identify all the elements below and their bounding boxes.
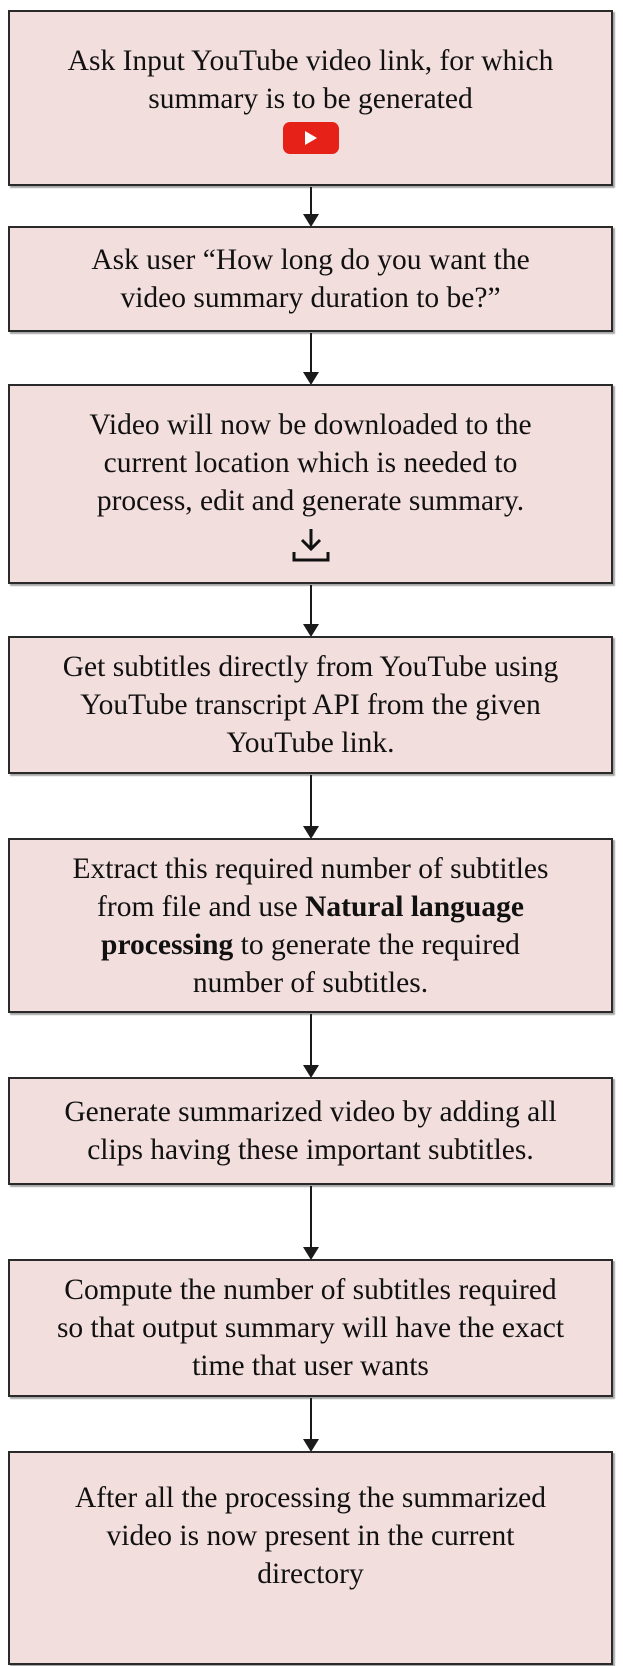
step-3-line-1: Video will now be downloaded to the (89, 409, 532, 441)
step-6-box: Generate summarized video by adding all … (8, 1077, 613, 1185)
step-5-line-3-text: to generate the required (233, 928, 520, 961)
download-icon (292, 529, 329, 562)
step-1-line-1: Ask Input YouTube video link, for which (67, 45, 554, 77)
flow-arrow-2 (303, 333, 319, 385)
step-8-line-1: After all the processing the summarized (74, 1482, 547, 1514)
step-5-box: Extract this required number of subtitle… (8, 838, 613, 1013)
step-5-line-3: processing to generate the required (101, 926, 520, 964)
youtube-play-icon (282, 122, 339, 154)
step-1-box: Ask Input YouTube video link, for which … (8, 10, 613, 186)
flow-arrow-4 (303, 775, 319, 839)
step-8-line-3: directory (257, 1558, 364, 1590)
step-3-box: Video will now be downloaded to the curr… (8, 384, 613, 584)
step-7-line-1: Compute the number of subtitles required (64, 1274, 557, 1306)
flow-arrow-5 (303, 1014, 319, 1078)
step-5-bold-nlp-part-2: processing (101, 928, 234, 961)
flow-arrow-7 (303, 1398, 319, 1452)
flow-arrow-3 (303, 585, 319, 637)
step-7-box: Compute the number of subtitles required… (8, 1259, 613, 1397)
step-5-line-2: from file and use Natural language (97, 888, 524, 926)
step-3-line-3: process, edit and generate summary. (96, 485, 525, 517)
flow-arrow-1 (303, 187, 319, 227)
step-4-line-2: YouTube transcript API from the given (80, 689, 541, 721)
step-5-line-4: number of subtitles. (192, 966, 429, 999)
step-1-line-2: summary is to be generated (148, 83, 473, 115)
step-5-bold-nlp-part-1: Natural language (305, 890, 524, 923)
step-5-line-1: Extract this required number of subtitle… (72, 852, 549, 885)
flow-arrow-6 (303, 1186, 319, 1260)
step-8-line-2: video is now present in the current (106, 1520, 515, 1552)
step-4-box: Get subtitles directly from YouTube usin… (8, 636, 613, 774)
step-4-line-3: YouTube link. (226, 727, 395, 759)
step-6-line-1: Generate summarized video by adding all (64, 1096, 557, 1128)
step-5-line-2-text: from file and use (97, 890, 306, 923)
step-2-line-2: video summary duration to be?” (120, 282, 501, 314)
step-6-line-2: clips having these important subtitles. (87, 1134, 534, 1166)
step-2-line-1: Ask user “How long do you want the (91, 244, 530, 276)
step-7-line-3: time that user wants (192, 1350, 429, 1382)
step-3-line-2: current location which is needed to (103, 447, 518, 479)
step-2-box: Ask user “How long do you want the video… (8, 226, 613, 332)
step-4-line-1: Get subtitles directly from YouTube usin… (62, 651, 559, 683)
step-8-box: After all the processing the summarized … (8, 1451, 613, 1665)
step-7-line-2: so that output summary will have the exa… (56, 1312, 565, 1344)
